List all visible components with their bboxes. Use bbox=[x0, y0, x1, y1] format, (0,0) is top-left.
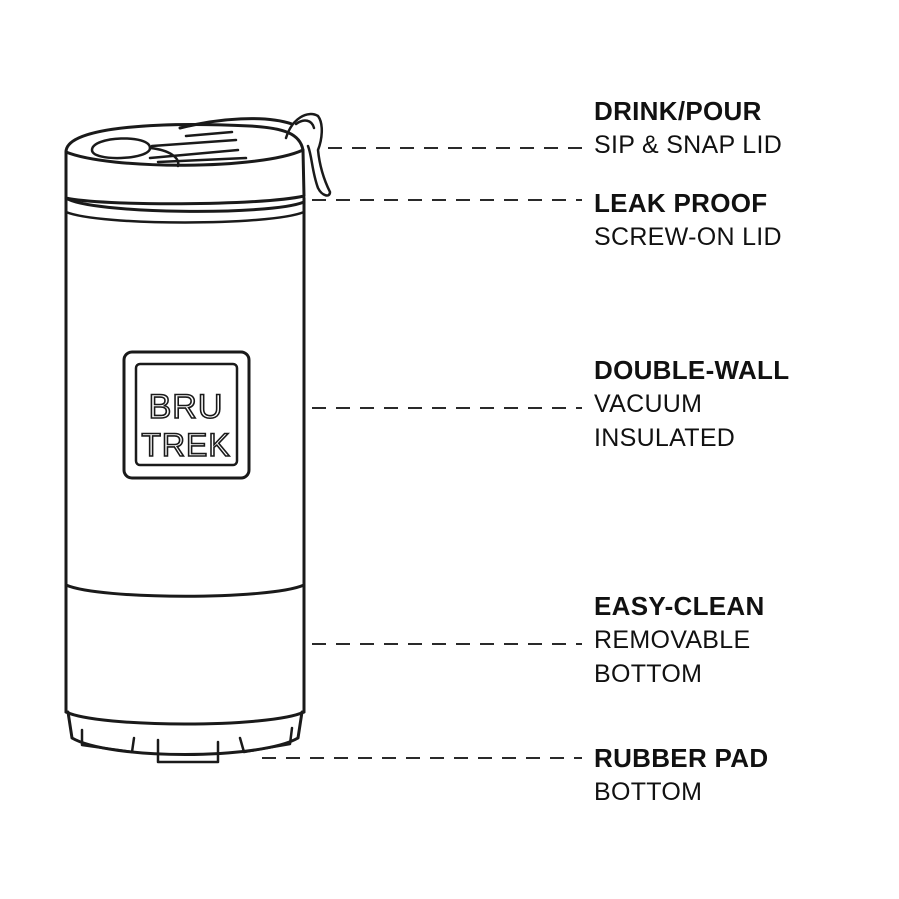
callout-rubber-pad: RUBBER PAD BOTTOM bbox=[594, 741, 894, 809]
logo-badge-outer bbox=[122, 350, 251, 480]
callout-desc: INSULATED bbox=[594, 424, 736, 452]
callout-title: DRINK/POUR bbox=[594, 96, 762, 126]
callout-desc: BOTTOM bbox=[594, 660, 703, 688]
lid-strap bbox=[284, 112, 332, 197]
lid-top bbox=[64, 123, 305, 154]
callout-desc: SIP & SNAP LID bbox=[594, 131, 783, 159]
callout-title: LEAK PROOF bbox=[594, 188, 768, 218]
lid-sip-opening bbox=[90, 137, 152, 160]
callout-leak-proof: LEAK PROOF SCREW-ON LID bbox=[594, 186, 894, 254]
callout-title: RUBBER PAD bbox=[594, 743, 769, 773]
callout-title: EASY-CLEAN bbox=[594, 591, 765, 621]
screw-lid-band bbox=[64, 196, 306, 213]
callout-desc: VACUUM bbox=[594, 390, 703, 418]
tumbler-body bbox=[64, 196, 306, 587]
rubber-pad bbox=[66, 710, 304, 756]
lid-snap-slider bbox=[148, 130, 248, 164]
lid-spout bbox=[178, 117, 294, 130]
lid-side bbox=[64, 148, 306, 206]
callout-title: DOUBLE-WALL bbox=[594, 355, 790, 385]
callout-desc: SCREW-ON LID bbox=[594, 223, 782, 251]
logo-badge-inner bbox=[134, 362, 239, 467]
logo-line2: TREK bbox=[141, 427, 230, 463]
callout-double-wall: DOUBLE-WALL VACUUM INSULATED bbox=[594, 353, 894, 455]
callout-drink-pour: DRINK/POUR SIP & SNAP LID bbox=[594, 94, 894, 162]
callout-desc: BOTTOM bbox=[594, 778, 703, 806]
logo-line1: BRU bbox=[149, 388, 224, 426]
callout-desc: REMOVABLE bbox=[594, 626, 751, 654]
callout-easy-clean: EASY-CLEAN REMOVABLE BOTTOM bbox=[594, 589, 894, 691]
bottom-separation bbox=[64, 583, 306, 598]
